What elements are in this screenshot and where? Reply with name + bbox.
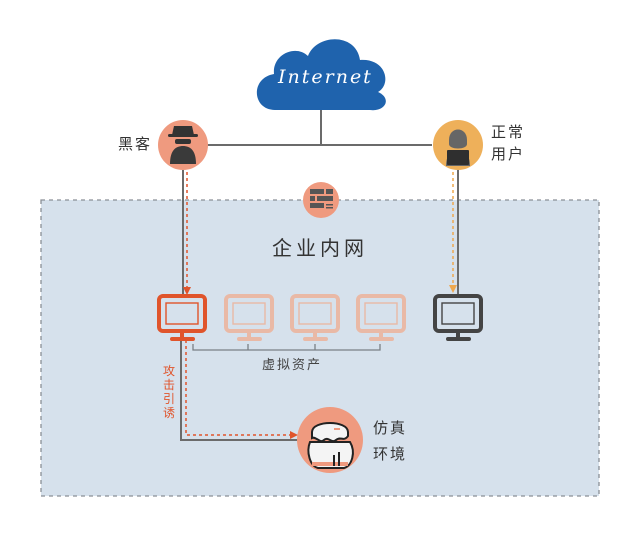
firewall-icon (310, 189, 333, 209)
honeypot-jar-icon (307, 422, 354, 469)
internet-cloud[interactable] (256, 39, 386, 111)
virtual-asset-monitor[interactable] (290, 294, 340, 341)
normal-user-node[interactable] (433, 120, 483, 170)
user-icon (446, 129, 470, 166)
firewall-node[interactable] (303, 182, 339, 218)
virtual-asset-monitor[interactable] (224, 294, 274, 341)
connection-lines (180, 108, 459, 441)
attack-lure-label: 攻击引诱 (163, 364, 176, 420)
decoy-monitor-active[interactable] (157, 294, 207, 341)
hacker-node[interactable] (158, 120, 208, 170)
internet-label: Internet (278, 66, 373, 88)
attack-path (185, 172, 290, 436)
attack-arrowhead-right (290, 431, 298, 439)
virtual-assets-bracket (192, 344, 381, 351)
intranet-label: 企业内网 (272, 236, 368, 260)
attack-arrowhead-down (183, 287, 191, 295)
normal-arrowhead-down (449, 285, 457, 293)
real-asset-monitor[interactable] (433, 294, 483, 341)
honeypot-label-line1: 仿真 (373, 419, 408, 437)
normal-user-label-line1: 正常 (491, 123, 526, 141)
normal-user-label-line2: 用户 (491, 145, 526, 163)
hacker-label: 黑客 (118, 135, 153, 153)
virtual-assets-label: 虚拟资产 (262, 358, 323, 373)
honeypot-label-line2: 环境 (373, 445, 408, 463)
honeypot-node[interactable] (297, 407, 363, 473)
hacker-icon (168, 126, 198, 164)
virtual-asset-monitor[interactable] (356, 294, 406, 341)
